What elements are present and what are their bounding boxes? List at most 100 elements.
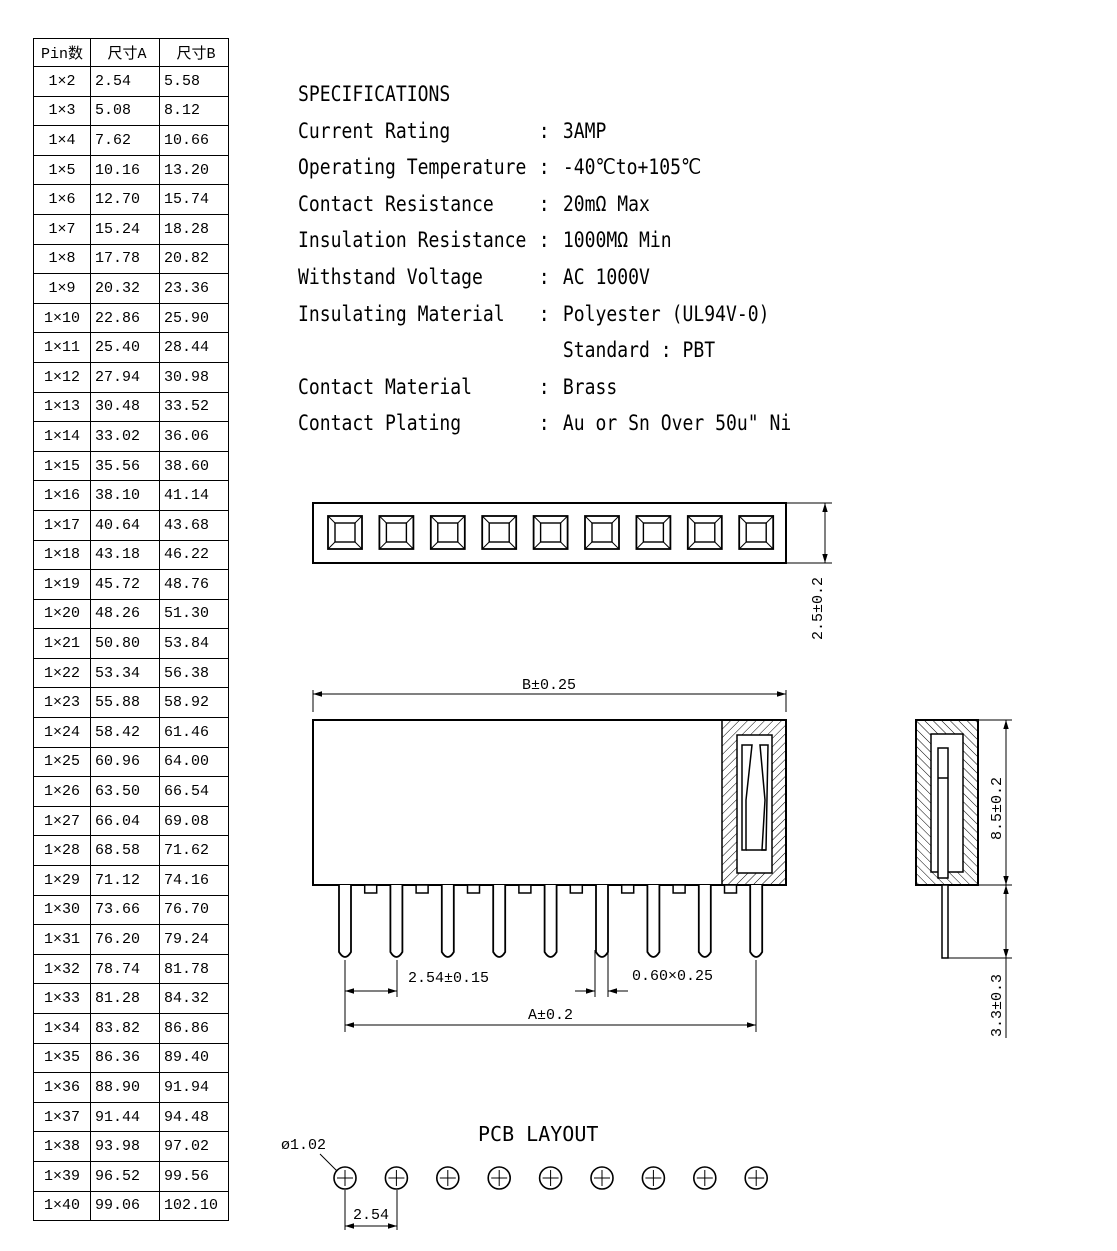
cell-dim-b: 79.24 [159,924,229,955]
b-dim-label: B±0.25 [522,677,576,694]
spec-row: Standard : PBT [298,332,791,369]
cell-pin-count: 1×22 [33,657,91,689]
pin-tail [389,885,404,958]
spec-value: 1000MΩ Min [562,228,672,253]
cell-dim-b: 8.12 [159,95,229,127]
spec-label: Withstand Voltage [298,264,483,289]
spec-label: Contact Plating [298,411,462,436]
cell-dim-a: 30.48 [90,391,160,423]
front-pins [338,885,764,958]
top-contact-square [584,515,620,550]
cell-dim-b: 38.60 [159,450,229,482]
spec-row: Current Rating:3AMP [298,113,791,150]
cell-dim-a: 7.62 [90,125,160,156]
pin-tail [440,885,455,958]
cell-pin-count: 1×6 [33,184,91,215]
cell-pin-count: 1×9 [33,273,91,304]
cell-pin-count: 1×14 [33,421,91,452]
front-standoffs [363,884,738,894]
cell-dim-b: 74.16 [159,865,229,896]
top-contact-square [686,515,723,550]
cell-pin-count: 1×18 [33,539,91,571]
cell-dim-b: 99.56 [159,1160,229,1192]
pcb-hole [538,1166,563,1190]
cell-pin-count: 1×15 [33,450,91,482]
standoff [672,884,686,894]
front-housing [312,719,787,886]
spec-row: Operating Temperature:-40℃to+105℃ [298,149,791,186]
cell-dim-a: 40.64 [90,509,160,541]
side-height-label: 8.5±0.2 [989,777,1006,840]
pin-tail [338,885,352,958]
header-dim-a: 尺寸A [90,38,160,67]
pin-tail [543,885,558,958]
top-view-housing [312,502,787,564]
spec-row: Contact Resistance:20mΩ Max [298,186,791,223]
cell-dim-a: 48.26 [90,598,160,630]
top-view: 2.5±0.2 [312,502,832,640]
pcb-hole [744,1166,769,1190]
cell-pin-count: 1×2 [33,66,91,97]
cell-dim-b: 5.58 [159,66,229,97]
cell-dim-a: 63.50 [90,776,160,807]
cell-dim-b: 61.46 [159,717,229,748]
cell-dim-b: 81.78 [159,953,229,985]
spec-label: Insulation Resistance [298,228,527,253]
spec-sep: : [538,374,550,399]
pcb-hole [384,1166,409,1190]
spec-sep: : [538,228,550,253]
top-contact-square [532,515,569,550]
spec-row: Contact Material:Brass [298,369,791,406]
spec-sep: : [538,301,550,326]
cell-dim-b: 20.82 [159,243,229,275]
spec-value: Standard : PBT [562,338,716,363]
cell-dim-a: 12.70 [90,184,160,215]
cell-pin-count: 1×23 [33,687,91,719]
pin-tail [595,885,609,958]
front-view: B±0.25 2.54±0.15 0.60×0.25 A±0.2 [312,677,787,1032]
cell-dim-b: 89.40 [159,1042,229,1074]
pcb-hole [641,1166,666,1190]
spec-value: 20mΩ Max [562,191,650,216]
cell-pin-count: 1×4 [33,125,91,156]
pitch-dim-label: 2.54±0.15 [408,970,489,987]
cell-pin-count: 1×37 [33,1101,91,1133]
cell-pin-count: 1×38 [33,1131,91,1162]
a-dim-label: A±0.2 [528,1007,573,1024]
hole-diameter-label: ø1.02 [281,1137,326,1154]
cell-dim-a: 66.04 [90,805,160,837]
cell-dim-a: 73.66 [90,894,160,926]
cell-dim-a: 99.06 [90,1190,160,1222]
pcb-hole [590,1166,614,1190]
cell-pin-count: 1×35 [33,1042,91,1074]
spec-value: Polyester (UL94V-0) [562,301,770,326]
contact-spring-left [741,744,753,851]
cell-pin-count: 1×33 [33,983,91,1014]
standoff [518,884,532,894]
spec-value: AC 1000V [562,264,650,289]
cell-dim-b: 58.92 [159,687,229,719]
top-contact-square [481,515,518,550]
pin-tail [646,885,661,958]
cell-pin-count: 1×34 [33,1013,91,1044]
cell-pin-count: 1×11 [33,332,91,363]
cell-dim-b: 53.84 [159,628,229,659]
